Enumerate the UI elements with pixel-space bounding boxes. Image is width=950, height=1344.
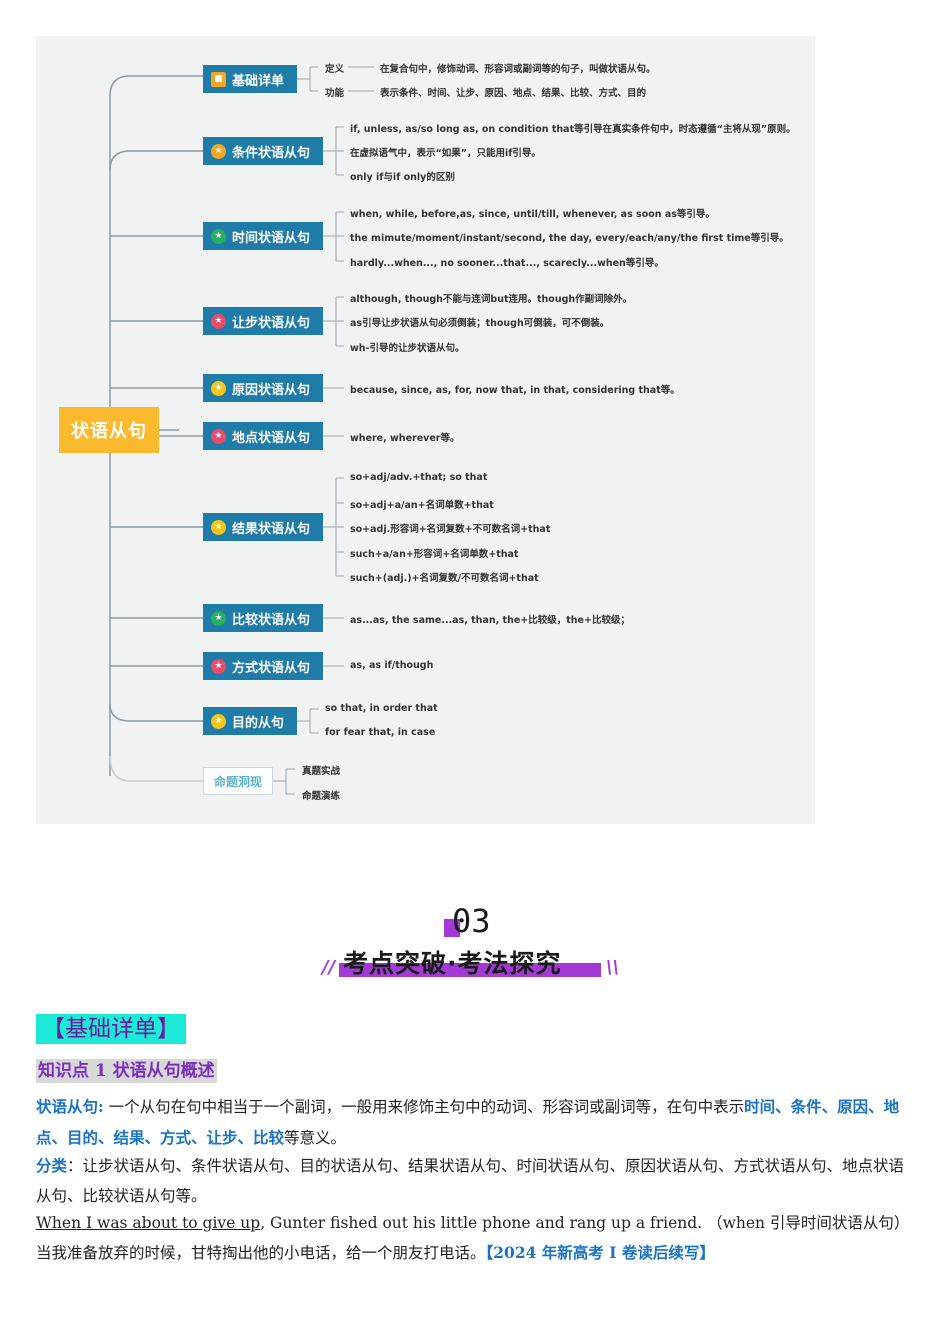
leaf-text: because, since, as, for, now that, in th… <box>350 385 680 396</box>
leaf-text: hardly...when..., no sooner...that..., s… <box>350 258 664 269</box>
example-rest: , Gunter fished out his little phone and… <box>260 1214 910 1232</box>
branch-label: 结果状语从句 <box>232 521 311 537</box>
leaf-text: as, as if/though <box>350 660 434 671</box>
leaf-text: 在复合句中，修饰动词、形容词或副词等的句子，叫做状语从句。 <box>380 64 656 75</box>
branch-label: 地点状语从句 <box>232 430 311 446</box>
left-slash-decoration: // <box>322 957 336 978</box>
branch-comparison: ★ 比较状语从句 <box>203 604 323 632</box>
branch-label: 让步状语从句 <box>232 315 311 331</box>
branch-label: 比较状语从句 <box>232 612 311 628</box>
example-source: 【2024 年新高考 I 卷读后续写】 <box>485 1243 715 1262</box>
definition-tail: 等意义。 <box>284 1128 347 1147</box>
star-icon: ★ <box>211 713 226 729</box>
branch-purpose: ★ 目的从句 <box>203 707 297 735</box>
example-translation: 当我准备放弃的时候，甘特掏出他的小电话，给一个朋友打电话。 <box>36 1244 486 1262</box>
leaf-text: so+adj.形容词+名词复数+不可数名词+that <box>350 524 551 535</box>
branch-concession: ★ 让步状语从句 <box>203 307 323 335</box>
leaf-text: 命题演练 <box>302 791 341 802</box>
leaf-key: 功能 <box>325 88 345 99</box>
branch-conditional: ★ 条件状语从句 <box>203 137 323 165</box>
leaf-text: where, wherever等。 <box>350 433 460 444</box>
branch-manner: ★ 方式状语从句 <box>203 652 323 680</box>
leaf-text: so+adj+a/an+名词单数+that <box>350 500 494 511</box>
leaf-text: 表示条件、时间、让步、原因、地点、结果、比较、方式、目的 <box>380 88 647 99</box>
section-number-accent <box>444 919 460 937</box>
branch-result: ★ 结果状语从句 <box>203 513 323 541</box>
leaf-text: 真题实战 <box>302 766 341 777</box>
mind-map-root: 状语从句 <box>59 407 159 453</box>
leaf-text: such+a/an+形容词+名词单数+that <box>350 549 519 560</box>
branch-label: 条件状语从句 <box>232 145 311 161</box>
star-icon: ★ <box>211 658 226 674</box>
branch-place: ★ 地点状语从句 <box>203 422 323 450</box>
classification-text: ：让步状语从句、条件状语从句、目的状语从句、结果状语从句、时间状语从句、原因状语… <box>36 1157 905 1205</box>
cube-icon: ■ <box>211 71 226 87</box>
leaf-text: for fear that, in case <box>325 727 436 738</box>
star-icon: ★ <box>211 610 226 626</box>
leaf-text: although, though不能与连词but连用。though作副词除外。 <box>350 294 633 305</box>
example-underlined-clause: When I was about to give up <box>36 1214 261 1232</box>
leaf-key: 定义 <box>325 64 345 75</box>
section-number: 03 <box>452 902 491 940</box>
definition-label: 状语从句: <box>36 1097 104 1116</box>
leaf-text: when, while, before,as, since, until/til… <box>350 209 715 220</box>
star-icon: ★ <box>211 228 226 244</box>
branch-label: 目的从句 <box>232 715 285 731</box>
branch-exam-insight: 命题洞现 <box>203 767 273 795</box>
knowledge-point-heading: 知识点 1 状语从句概述 <box>36 1059 217 1083</box>
branch-time: ★ 时间状语从句 <box>203 222 323 250</box>
classification-label: 分类 <box>36 1156 68 1175</box>
mind-map: 状语从句 ■ 基础详单 ★ 条件状语从句 ★ 时间状语从句 ★ 让步状语从句 ★… <box>36 36 815 824</box>
branch-label: 基础详单 <box>232 73 285 89</box>
leaf-text: so+adj/adv.+that; so that <box>350 472 488 483</box>
leaf-text: such+(adj.)+名词复数/不可数名词+that <box>350 573 539 584</box>
example-translation-line: 当我准备放弃的时候，甘特掏出他的小电话，给一个朋友打电话。【2024 年新高考 … <box>36 1238 916 1269</box>
leaf-text: only if与if only的区别 <box>350 172 455 183</box>
leaf-text: as引导让步状语从句必须倒装；though可倒装，可不倒装。 <box>350 318 610 329</box>
leaf-text: so that, in order that <box>325 703 438 714</box>
star-icon: ★ <box>211 519 226 535</box>
section-title-accent <box>339 963 601 977</box>
example-sentence: When I was about to give up, Gunter fish… <box>36 1209 916 1239</box>
branch-label: 原因状语从句 <box>232 382 311 398</box>
branch-label: 时间状语从句 <box>232 230 311 246</box>
star-icon: ★ <box>211 313 226 329</box>
section-tag: 【基础详单】 <box>36 1014 186 1044</box>
leaf-text: 在虚拟语气中，表示“如果”，只能用if引导。 <box>350 148 541 159</box>
section-title: 考点突破·考法探究 <box>343 949 562 978</box>
star-icon: ★ <box>211 143 226 159</box>
mind-map-connectors <box>109 66 374 795</box>
classification-paragraph: 分类：让步状语从句、条件状语从句、目的状语从句、结果状语从句、时间状语从句、原因… <box>36 1151 916 1211</box>
star-icon: ★ <box>211 380 226 396</box>
right-slash-decoration: \\ <box>606 957 620 978</box>
leaf-text: the mimute/moment/instant/second, the da… <box>350 233 789 244</box>
branch-basic-details: ■ 基础详单 <box>203 65 297 93</box>
leaf-text: wh-引导的让步状语从句。 <box>350 343 465 354</box>
definition-paragraph: 状语从句: 一个从句在句中相当于一个副词，一般用来修饰主句中的动词、形容词或副词… <box>36 1092 916 1153</box>
leaf-text: if, unless, as/so long as, on condition … <box>350 124 796 135</box>
branch-label: 方式状语从句 <box>232 660 311 676</box>
leaf-text: as...as, the same...as, than, the+比较级，th… <box>350 615 630 626</box>
star-icon: ★ <box>211 428 226 444</box>
definition-highlight: 时间、条件、原因、地点、目的、结果、方式、让步、比较 <box>36 1097 900 1147</box>
branch-cause: ★ 原因状语从句 <box>203 374 323 402</box>
definition-text: 一个从句在句中相当于一个副词，一般用来修饰主句中的动词、形容词或副词等，在句中表… <box>103 1098 745 1116</box>
